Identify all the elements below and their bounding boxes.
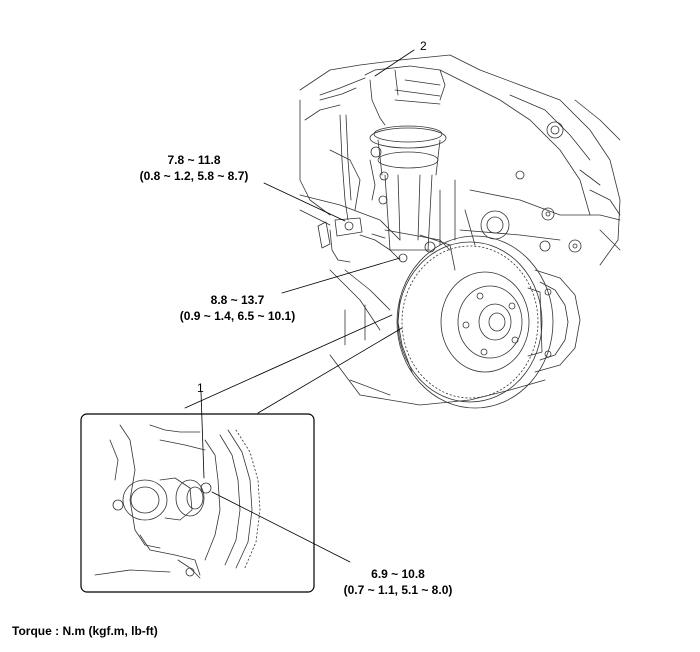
knuckle-detail-drawing bbox=[94, 424, 261, 579]
torque-spec-brake-hose-bracket: 7.8 ~ 11.8 (0.8 ~ 1.2, 5.8 ~ 8.7) bbox=[118, 152, 270, 184]
torque-spec-hose-fitting: 8.8 ~ 13.7 (0.9 ~ 1.4, 6.5 ~ 10.1) bbox=[155, 292, 320, 324]
torque-unit-caption: Torque : N.m (kgf.m, lb-ft) bbox=[12, 624, 158, 638]
torque-kgfm-lbft: (0.8 ~ 1.2, 5.8 ~ 8.7) bbox=[139, 169, 249, 183]
callout-2: 2 bbox=[420, 39, 427, 53]
leader-lines bbox=[184, 49, 415, 479]
torque-nm: 7.8 ~ 11.8 bbox=[167, 153, 221, 167]
torque-kgfm-lbft: (0.9 ~ 1.4, 6.5 ~ 10.1) bbox=[179, 309, 296, 323]
callout-1: 1 bbox=[197, 381, 204, 395]
torque-nm: 8.8 ~ 13.7 bbox=[210, 293, 265, 307]
detail-inset-box bbox=[80, 413, 315, 593]
torque-spec-wheel-speed-sensor: 6.9 ~ 10.8 (0.7 ~ 1.1, 5.1 ~ 8.0) bbox=[323, 566, 473, 598]
torque-nm: 6.9 ~ 10.8 bbox=[371, 567, 425, 581]
strut-spring-assembly bbox=[364, 65, 456, 271]
brake-caliper bbox=[527, 269, 581, 373]
brake-hose bbox=[317, 77, 408, 263]
torque-kgfm-lbft: (0.7 ~ 1.1, 5.1 ~ 8.0) bbox=[343, 583, 453, 597]
chassis-outline bbox=[299, 54, 621, 406]
inset-leader-line bbox=[211, 491, 351, 563]
brake-disc bbox=[396, 235, 554, 409]
